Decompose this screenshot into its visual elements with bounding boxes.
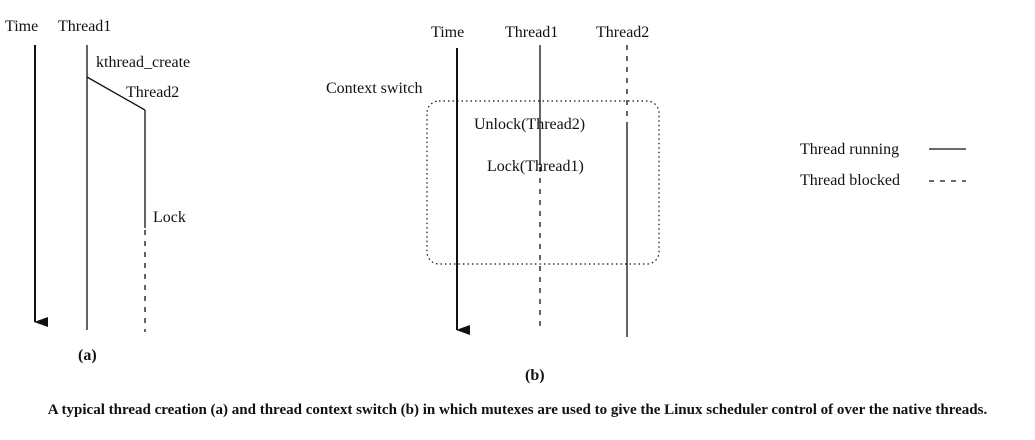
panel-a: Time Thread1 kthread_create Thread2 Lock… — [5, 18, 190, 364]
panel-b-caption-label: (b) — [525, 367, 545, 384]
panel-b: Time Thread1 Thread2 Context switch Unlo… — [326, 24, 660, 384]
panel-a-create-label: kthread_create — [96, 54, 190, 71]
panel-b-time-label: Time — [431, 24, 464, 41]
legend: Thread running Thread blocked — [800, 141, 966, 189]
panel-a-time-label: Time — [5, 18, 38, 35]
panel-b-thread1-label: Thread1 — [505, 24, 558, 41]
panel-a-lock-label: Lock — [153, 209, 186, 226]
panel-b-thread2-label: Thread2 — [596, 24, 649, 41]
panel-b-unlock-label: Unlock(Thread2) — [474, 116, 585, 133]
panel-a-caption-label: (a) — [78, 347, 97, 364]
panel-a-create-branch — [86, 76, 146, 111]
panel-a-thread1-label: Thread1 — [58, 18, 111, 35]
legend-blocked-label: Thread blocked — [800, 172, 900, 189]
panel-b-lock-label: Lock(Thread1) — [487, 158, 584, 175]
panel-a-thread2-label: Thread2 — [126, 84, 179, 101]
legend-running-label: Thread running — [800, 141, 899, 158]
panel-b-context-switch-label: Context switch — [326, 80, 422, 97]
panel-b-context-switch-region — [426, 100, 660, 265]
figure-caption: A typical thread creation (a) and thread… — [47, 402, 988, 418]
